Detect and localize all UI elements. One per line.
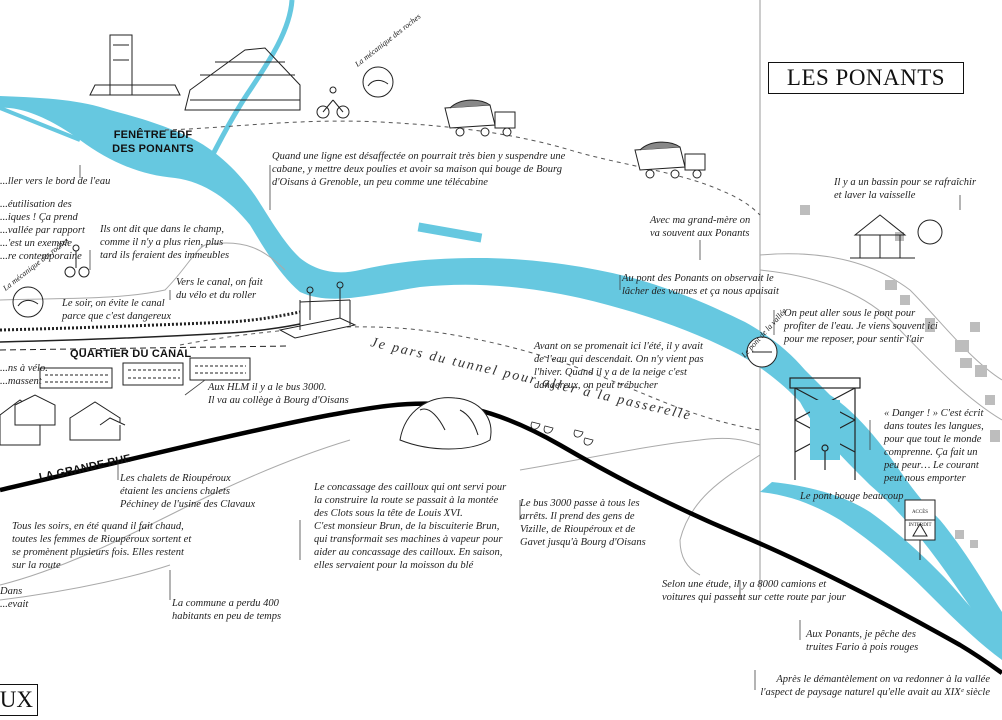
note-promenait: Avant on se promenait ici l'été, il y av… xyxy=(534,341,704,391)
note-demantelement: Après le démantèlement on va redonner à … xyxy=(760,674,990,698)
note-concassage: Le concassage des cailloux qui ont servi… xyxy=(314,482,507,571)
cyclist-icon xyxy=(316,86,350,119)
label-quartier-canal: QUARTIER DU CANAL xyxy=(70,348,192,360)
dump-truck-icon xyxy=(444,99,516,137)
note-camions: Selon une étude, il y a 8000 camions et … xyxy=(662,579,846,603)
note-commune: La commune a perdu 400 habitants en peu … xyxy=(172,598,282,622)
note-chalets: Les chalets de Rioupéroux étaient les an… xyxy=(120,473,256,510)
river xyxy=(0,96,1002,655)
chalets xyxy=(0,394,126,446)
grey-buildings xyxy=(800,205,1000,548)
grey-road-3 xyxy=(0,564,171,601)
grey-road-1 xyxy=(0,242,286,301)
note-truites: Aux Ponants, je pêche des truites Fario … xyxy=(806,629,919,653)
warning-sign-icon xyxy=(904,499,936,560)
note-ligne: Quand une ligne est désaffectée on pourr… xyxy=(272,151,566,188)
note-soir-canal: Le soir, on évite le canal parce que c'e… xyxy=(62,298,172,322)
note-sous-pont: On peut aller sous le pont pour profiter… xyxy=(784,308,938,345)
note-velo-left: ...ns à vélo. ...massent xyxy=(0,363,48,387)
note-bord-eau: ...ller vers le bord de l'eau xyxy=(0,176,111,187)
note-pont-vannes: Au pont des Ponants on observait le lâch… xyxy=(622,273,779,297)
grey-road-2 xyxy=(0,439,351,586)
grey-road-7 xyxy=(519,437,761,471)
pylon-bridge xyxy=(789,377,861,480)
rock-circle-icon xyxy=(362,66,394,98)
gazebo-icon xyxy=(850,214,943,259)
strawberry-icon xyxy=(530,421,594,446)
note-bus3000: Le bus 3000 passe à tous les arrêts. Il … xyxy=(520,498,646,548)
corner-title: UX xyxy=(0,684,38,716)
label-sign: ACCÈS INTERDIT xyxy=(908,510,932,528)
canal-line xyxy=(0,345,291,351)
dashed-path xyxy=(164,120,761,216)
hlm-buildings xyxy=(39,357,251,389)
note-velo: Vers le canal, on fait du vélo et du rol… xyxy=(176,277,263,301)
note-dans: Dans ...evait xyxy=(0,586,29,610)
grande-rue-road xyxy=(0,401,1002,675)
grey-road-5 xyxy=(759,269,1002,421)
canal-bank-2 xyxy=(0,323,301,343)
dump-truck-icon-2 xyxy=(634,141,706,179)
note-grand-mere: Avec ma grand-mère on va souvent aux Pon… xyxy=(650,215,751,239)
note-bassin: Il y a un bassin pour se rafraîchir et l… xyxy=(834,177,977,201)
canal-segment xyxy=(417,222,483,243)
river-channel xyxy=(0,106,81,142)
note-femmes: Tous les soirs, en été quand il fait cha… xyxy=(12,521,192,571)
footbridge xyxy=(278,281,357,339)
pipe-line xyxy=(202,0,295,172)
label-fenetre-edf: FENÊTRE EDF DES PONANTS xyxy=(112,129,194,155)
note-danger: « Danger ! » C'est écrit dans toutes les… xyxy=(884,408,984,484)
map-title: LES PONANTS xyxy=(768,62,964,94)
note-champ: Ils ont dit que dans le champ, comme il … xyxy=(100,224,230,261)
canal-bank xyxy=(0,310,301,332)
note-reutilisation: ...éutilisation des ...iques ! Ça prend … xyxy=(0,199,85,262)
grey-road-6 xyxy=(679,454,761,576)
grey-road-4 xyxy=(759,253,1002,381)
valley-bridge-icon xyxy=(746,336,778,368)
person-icon xyxy=(64,244,90,278)
label-pont-bouge: Le pont bouge beaucoup xyxy=(800,491,904,502)
note-hlm: Aux HLM il y a le bus 3000. Il va au col… xyxy=(208,382,349,406)
leader-lines xyxy=(79,165,961,690)
rock-cluster xyxy=(399,397,492,450)
edf-building xyxy=(89,34,301,111)
rock-circle-icon-2 xyxy=(12,286,44,318)
